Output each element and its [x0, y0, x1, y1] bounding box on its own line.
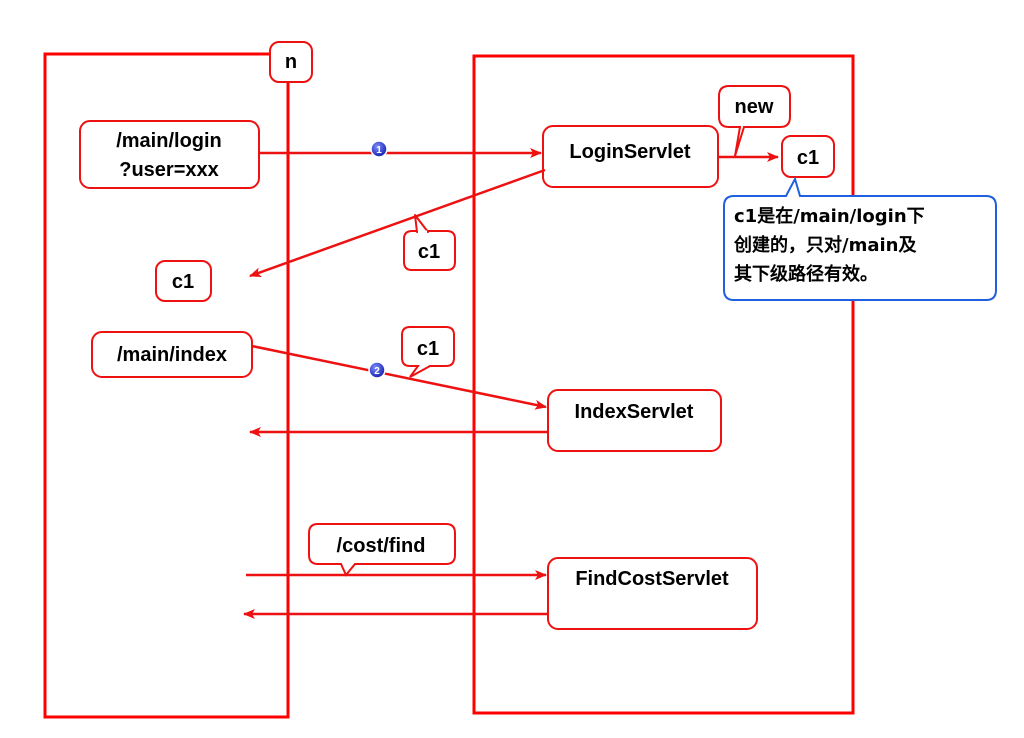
request-index-arrow	[251, 344, 547, 410]
client-cookie-text: c1	[172, 271, 194, 293]
cookie-path-note: c1是在/main/login下 创建的，只对/main及 其下级路径有效。	[723, 176, 997, 301]
client-label: n	[269, 41, 313, 83]
login-servlet-text: LoginServlet	[569, 141, 690, 163]
server-frame	[472, 54, 855, 715]
login-request-box: /main/login ?user=xxx	[79, 120, 260, 189]
cost-path-callout-text: /cost/find	[337, 535, 426, 557]
new-callout-text: new	[735, 96, 774, 118]
request-cookie-callout: c1	[401, 326, 455, 378]
client-cookie-box: c1	[155, 260, 212, 302]
new-callout: new	[718, 85, 791, 157]
client-frame	[43, 52, 290, 719]
index-servlet-text: IndexServlet	[575, 401, 694, 423]
client-label-text: n	[285, 51, 297, 73]
findcost-servlet-box: FindCostServlet	[547, 557, 758, 630]
login-request-query: ?user=xxx	[119, 159, 219, 181]
cost-path-callout: /cost/find	[308, 523, 456, 577]
note-line-1: c1是在/main/login下	[734, 205, 925, 227]
response-cookie-arrow	[249, 168, 546, 278]
note-line-3: 其下级路径有效。	[734, 263, 878, 285]
response-cookie-callout-text: c1	[418, 241, 440, 263]
note-line-2: 创建的，只对/main及	[733, 234, 917, 256]
step-1-number: 1	[376, 145, 382, 156]
created-cookie-box: c1	[781, 135, 835, 178]
index-servlet-box: IndexServlet	[547, 389, 722, 452]
index-request-text: /main/index	[117, 344, 227, 366]
created-cookie-text: c1	[797, 147, 819, 169]
index-request-box: /main/index	[91, 331, 253, 378]
request-cookie-callout-text: c1	[417, 338, 439, 360]
findcost-servlet-text: FindCostServlet	[575, 568, 729, 590]
response-cookie-callout: c1	[403, 214, 456, 271]
step-1-badge: 1	[370, 140, 388, 158]
login-servlet-box: LoginServlet	[542, 125, 719, 188]
step-2-number: 2	[374, 366, 380, 377]
step-2-badge: 2	[368, 361, 386, 379]
login-request-path: /main/login	[116, 130, 222, 152]
